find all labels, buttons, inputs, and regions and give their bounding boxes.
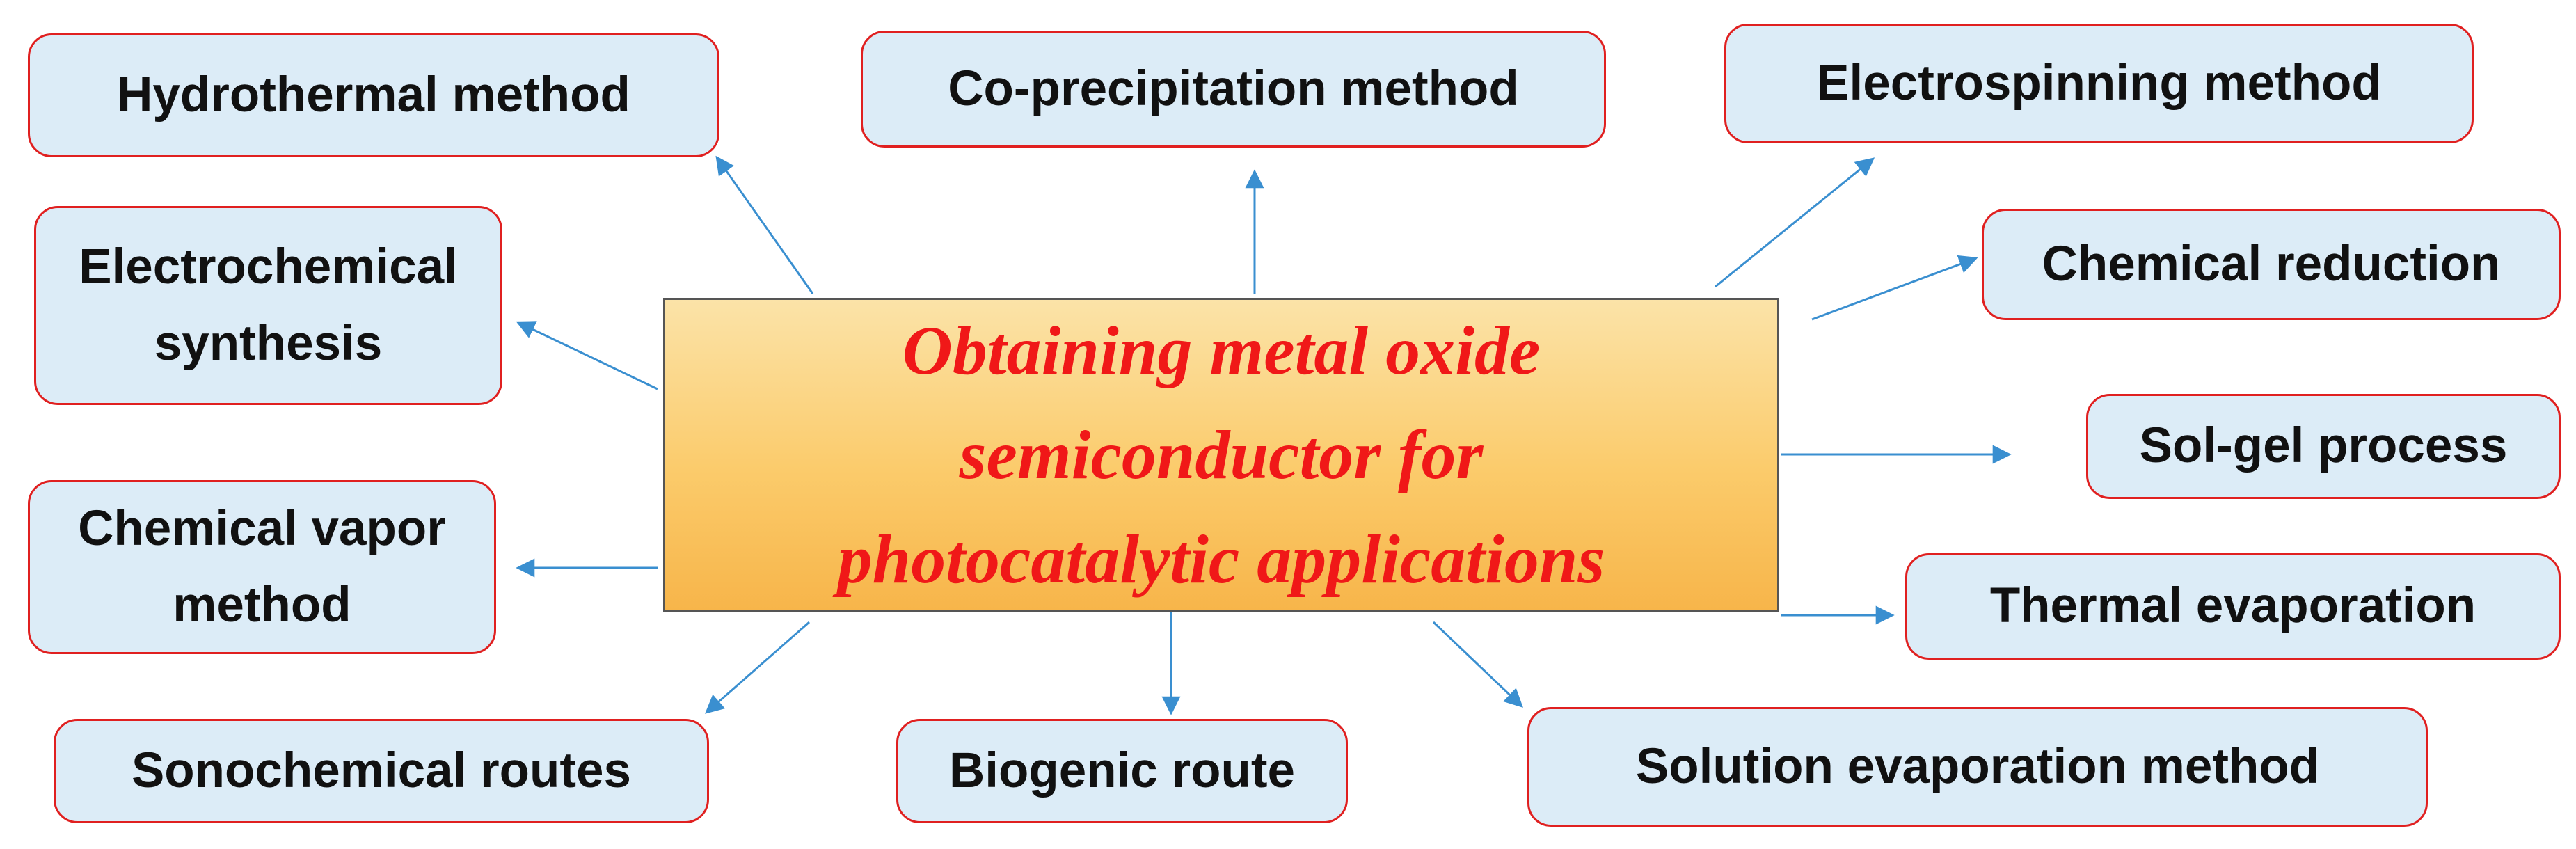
method-sol-gel: Sol-gel process bbox=[2086, 394, 2561, 499]
method-chemical-reduction: Chemical reduction bbox=[1982, 209, 2561, 320]
method-electrospinning: Electrospinning method bbox=[1724, 24, 2474, 143]
method-chemical-vapor: Chemical vapor method bbox=[28, 480, 496, 654]
arrow-solution-evaporation bbox=[1432, 621, 1523, 708]
arrow-hydrothermal bbox=[715, 155, 814, 294]
method-solution-evaporation: Solution evaporation method bbox=[1527, 707, 2428, 827]
arrow-electrochemical bbox=[516, 321, 658, 390]
central-topic-box: Obtaining metal oxide semiconductor for … bbox=[663, 298, 1779, 612]
method-biogenic: Biogenic route bbox=[896, 719, 1348, 823]
method-thermal-evaporation: Thermal evaporation bbox=[1905, 553, 2561, 660]
arrow-chemical-reduction bbox=[1811, 255, 1978, 321]
method-sonochemical: Sonochemical routes bbox=[54, 719, 709, 823]
method-co-precipitation: Co-precipitation method bbox=[861, 31, 1606, 148]
method-hydrothermal: Hydrothermal method bbox=[28, 33, 719, 157]
method-electrochemical-synthesis: Electrochemical synthesis bbox=[34, 206, 502, 405]
arrow-sonochemical bbox=[704, 621, 810, 714]
arrow-electrospinning bbox=[1715, 157, 1875, 288]
